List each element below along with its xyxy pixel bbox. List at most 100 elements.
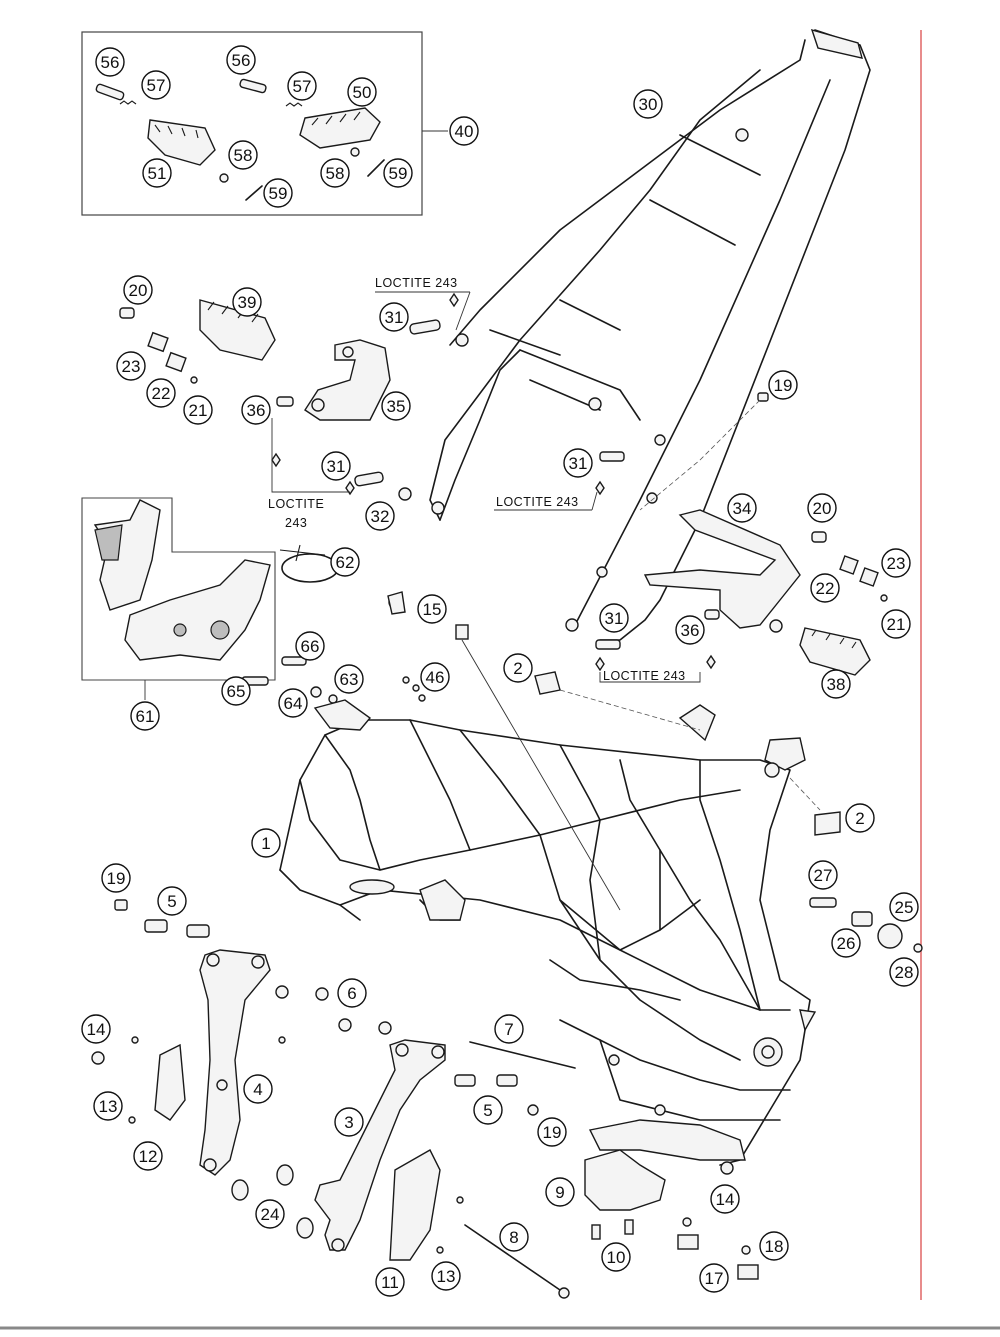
svg-text:36: 36	[247, 401, 266, 420]
svg-text:20: 20	[813, 499, 832, 518]
svg-text:6: 6	[347, 984, 356, 1003]
chain-guard-assembly	[81, 497, 469, 704]
svg-text:27: 27	[814, 866, 833, 885]
callout-65: 65	[221, 676, 251, 706]
svg-text:32: 32	[371, 507, 390, 526]
svg-text:2: 2	[513, 659, 522, 678]
svg-text:21: 21	[189, 401, 208, 420]
svg-text:64: 64	[284, 694, 303, 713]
callout-11: 11	[375, 1267, 405, 1297]
svg-text:26: 26	[837, 934, 856, 953]
svg-text:4: 4	[253, 1080, 262, 1099]
callout-39: 39	[232, 287, 262, 317]
callout-56: 56	[226, 45, 256, 75]
callout-40: 40	[449, 116, 479, 146]
rear-subframe-30	[429, 28, 871, 641]
svg-text:62: 62	[336, 553, 355, 572]
callout-27: 27	[808, 860, 838, 890]
callout-13: 13	[93, 1091, 123, 1121]
svg-text:19: 19	[107, 869, 126, 888]
callout-6: 6	[337, 978, 367, 1008]
svg-text:22: 22	[152, 384, 171, 403]
callout-19: 19	[537, 1117, 567, 1147]
svg-text:51: 51	[148, 164, 167, 183]
callout-66: 66	[295, 631, 325, 661]
svg-text:50: 50	[353, 83, 372, 102]
svg-text:59: 59	[269, 184, 288, 203]
callout-4: 4	[243, 1074, 273, 1104]
callout-31: 31	[321, 451, 351, 481]
callout-31: 31	[563, 448, 593, 478]
svg-text:8: 8	[509, 1228, 518, 1247]
svg-text:34: 34	[733, 499, 752, 518]
svg-text:7: 7	[504, 1020, 513, 1039]
svg-text:31: 31	[327, 457, 346, 476]
svg-text:61: 61	[136, 707, 155, 726]
left-footpeg-bracket	[119, 292, 459, 501]
svg-text:38: 38	[827, 675, 846, 694]
svg-text:12: 12	[139, 1147, 158, 1166]
right-footpeg-bracket	[595, 392, 888, 683]
svg-text:10: 10	[607, 1248, 626, 1267]
callout-2: 2	[503, 653, 533, 683]
svg-text:14: 14	[87, 1020, 106, 1039]
callout-32: 32	[365, 501, 395, 531]
svg-text:40: 40	[455, 122, 474, 141]
svg-text:11: 11	[381, 1273, 399, 1292]
loctite-note-left-line2: 243	[285, 516, 307, 530]
callout-22: 22	[146, 378, 176, 408]
callout-35: 35	[381, 391, 411, 421]
svg-text:24: 24	[261, 1205, 280, 1224]
callout-50: 50	[347, 77, 377, 107]
callout-57: 57	[141, 70, 171, 100]
svg-text:13: 13	[99, 1097, 118, 1116]
callout-21: 21	[881, 609, 911, 639]
callout-34: 34	[727, 493, 757, 523]
svg-text:28: 28	[895, 963, 914, 982]
loctite-note-top: LOCTITE 243	[375, 276, 458, 290]
svg-text:30: 30	[639, 95, 658, 114]
svg-text:59: 59	[389, 164, 408, 183]
footpeg-detail-box	[81, 31, 448, 216]
callouts: 56 57 56 57 50 40 51 58 59 58 59 30 20 3…	[81, 45, 919, 1297]
svg-text:39: 39	[238, 293, 257, 312]
callout-63: 63	[334, 664, 364, 694]
callout-17: 17	[699, 1263, 729, 1293]
callout-22: 22	[810, 573, 840, 603]
svg-text:5: 5	[483, 1101, 492, 1120]
callout-31: 31	[379, 302, 409, 332]
callout-15: 15	[417, 594, 447, 624]
callout-58: 58	[228, 140, 258, 170]
callout-5: 5	[157, 886, 187, 916]
callout-20: 20	[123, 275, 153, 305]
callout-20: 20	[807, 493, 837, 523]
loctite-note-left-line1: LOCTITE	[268, 497, 324, 511]
svg-text:63: 63	[340, 670, 359, 689]
callout-1: 1	[251, 828, 281, 858]
svg-text:57: 57	[293, 77, 312, 96]
callout-59: 59	[383, 158, 413, 188]
callout-24: 24	[255, 1199, 285, 1229]
svg-text:65: 65	[227, 682, 246, 701]
callout-10: 10	[601, 1242, 631, 1272]
svg-text:23: 23	[122, 357, 141, 376]
svg-text:1: 1	[261, 834, 270, 853]
svg-text:20: 20	[129, 281, 148, 300]
svg-text:56: 56	[101, 53, 120, 72]
loctite-notes: LOCTITE 243 LOCTITE 243 LOCTITE 243 LOCT…	[268, 276, 686, 683]
callout-14: 14	[710, 1184, 740, 1214]
svg-text:19: 19	[774, 376, 793, 395]
svg-text:31: 31	[569, 454, 588, 473]
callout-14: 14	[81, 1014, 111, 1044]
loctite-note-right: LOCTITE 243	[603, 669, 686, 683]
callout-64: 64	[278, 688, 308, 718]
svg-text:19: 19	[543, 1123, 562, 1142]
svg-text:58: 58	[234, 146, 253, 165]
callout-13: 13	[431, 1261, 461, 1291]
callout-59: 59	[263, 178, 293, 208]
svg-text:15: 15	[423, 600, 442, 619]
svg-text:31: 31	[385, 308, 404, 327]
svg-text:5: 5	[167, 892, 176, 911]
svg-text:25: 25	[895, 898, 914, 917]
callout-3: 3	[334, 1107, 364, 1137]
